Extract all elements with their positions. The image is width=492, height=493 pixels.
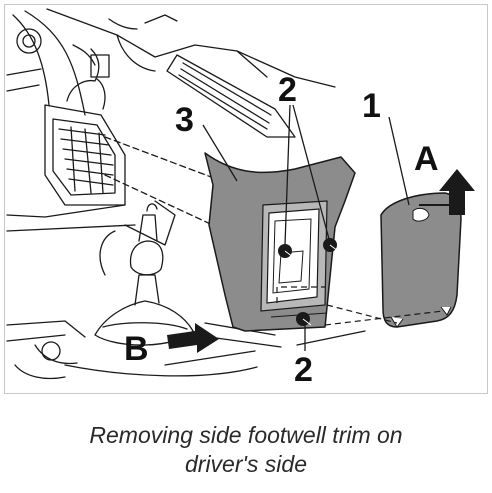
side-cover: [380, 192, 462, 328]
gear-lever: [94, 203, 194, 346]
fuse-box: [44, 48, 126, 206]
floor-outline: [6, 200, 176, 380]
callout-a: A: [414, 140, 439, 178]
callout-leaders: [202, 104, 410, 351]
arrow-b-icon: [167, 323, 219, 353]
caption-line-2: driver's side: [185, 451, 307, 477]
fuse-box-projection: [104, 136, 228, 228]
callout-2-top: 2: [278, 71, 297, 109]
dashboard-outline: [6, 8, 268, 116]
cover-projection-lines: [276, 286, 444, 326]
figure-caption: Removing side footwell trim on driver's …: [0, 421, 492, 479]
callout-1: 1: [362, 87, 381, 125]
caption-line-1: Removing side footwell trim on: [89, 422, 403, 448]
arrow-a-icon: [419, 169, 475, 215]
air-vent: [166, 50, 336, 138]
screws: [278, 238, 339, 326]
callout-3: 3: [175, 101, 194, 139]
callout-b: B: [124, 330, 149, 368]
illustration-frame: 3 2 1 A B 2: [4, 4, 488, 394]
footwell-illustration: 3 2 1 A B 2: [6, 8, 475, 389]
callout-2-bottom: 2: [294, 351, 313, 389]
